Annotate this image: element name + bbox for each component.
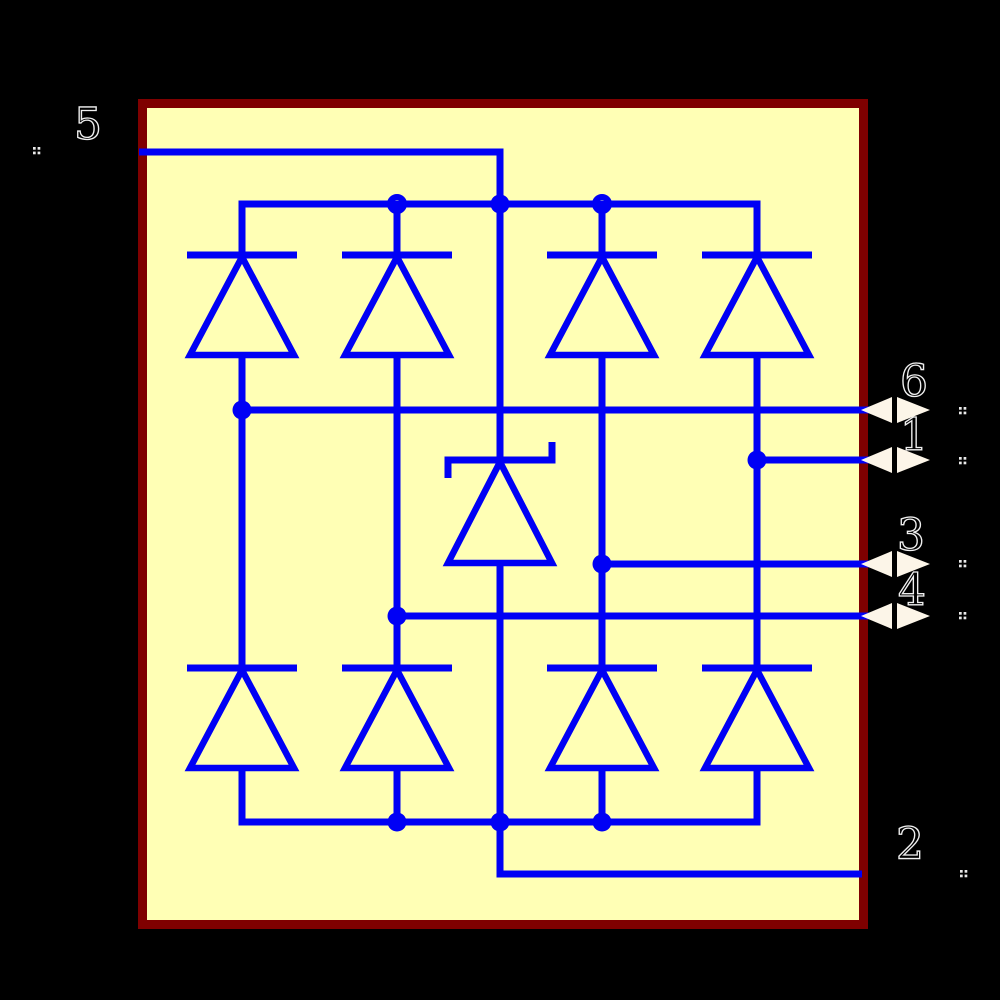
diode-top-4 xyxy=(699,250,815,359)
pin-direction-arrow-4 xyxy=(861,603,930,629)
junction-dot xyxy=(387,606,407,626)
zener-triangle xyxy=(442,454,558,567)
arrow-right-icon xyxy=(897,603,930,629)
pin-marker-icon xyxy=(33,147,41,155)
diode-triangle xyxy=(339,663,455,772)
junction-dot xyxy=(387,812,407,832)
diode-bottom-3 xyxy=(544,663,660,772)
diode-triangle xyxy=(544,250,660,359)
junction-dot xyxy=(232,400,252,420)
arrow-left-icon xyxy=(861,551,892,577)
pin-marker-icon xyxy=(959,560,967,568)
zener-diode-center xyxy=(442,442,558,567)
junction-dot xyxy=(747,450,767,470)
pin-label-2: 2 xyxy=(895,819,924,870)
diode-triangle xyxy=(339,250,455,359)
diode-top-3 xyxy=(544,250,660,359)
pin-marker-icon xyxy=(959,457,967,465)
wire-pin2 xyxy=(496,822,862,878)
wire-pin5-to-zener xyxy=(139,148,504,460)
junction-dot xyxy=(490,812,510,832)
arrow-right-icon xyxy=(897,397,930,423)
junction-dots xyxy=(232,194,767,832)
pin-direction-arrow-6 xyxy=(861,397,930,423)
pin-marker-icon xyxy=(960,870,968,878)
arrow-right-icon xyxy=(897,551,930,577)
pin-direction-arrow-3 xyxy=(861,551,930,577)
pin-marker-icon xyxy=(959,612,967,620)
diode-triangle xyxy=(699,663,815,772)
diode-top-2 xyxy=(339,250,455,359)
diode-bottom-2 xyxy=(339,663,455,772)
junction-dot xyxy=(387,194,407,214)
junction-dot xyxy=(592,554,612,574)
diode-bottom-4 xyxy=(699,663,815,772)
diode-triangle xyxy=(544,663,660,772)
pin-label-5: 5 xyxy=(73,99,102,150)
arrow-left-icon xyxy=(861,397,892,423)
junction-dot xyxy=(490,194,510,214)
diode-triangle xyxy=(184,663,300,772)
arrow-right-icon xyxy=(897,447,930,473)
diode-top-1 xyxy=(184,250,300,359)
pin-label-6: 6 xyxy=(899,356,928,407)
junction-dot xyxy=(592,194,612,214)
pin-marker-icon xyxy=(959,407,967,415)
diode-triangle xyxy=(699,250,815,359)
pin-direction-arrow-1 xyxy=(861,447,930,473)
diode-bottom-1 xyxy=(184,663,300,772)
pin-label-3: 3 xyxy=(896,510,925,561)
arrow-left-icon xyxy=(861,603,892,629)
diode-triangle xyxy=(184,250,300,359)
junction-dot xyxy=(592,812,612,832)
arrow-left-icon xyxy=(861,447,892,473)
